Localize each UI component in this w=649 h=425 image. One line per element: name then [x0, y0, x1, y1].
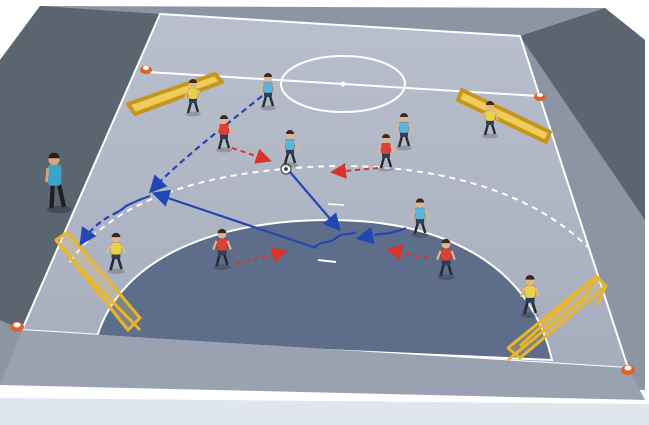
cone-icon	[534, 93, 546, 101]
cone-icon	[621, 365, 635, 375]
second-penalty-mark	[328, 204, 344, 205]
cone-icon	[140, 66, 152, 74]
cone-icon	[10, 322, 24, 332]
centre-spot	[341, 82, 346, 87]
